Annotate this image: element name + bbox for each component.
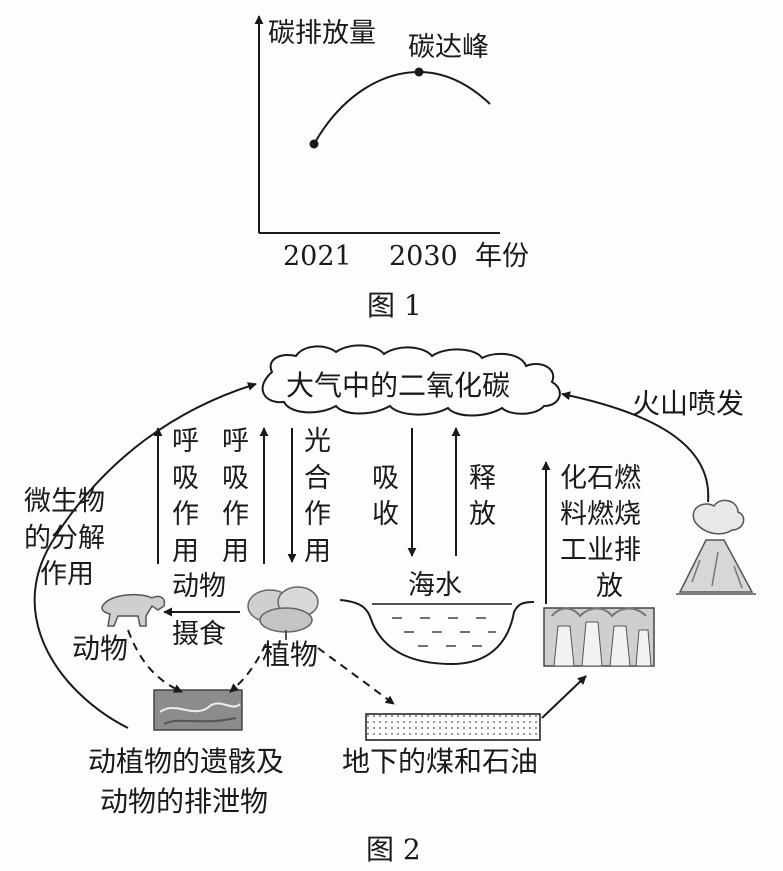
animal-to-remains-arrow	[127, 629, 183, 693]
photosynthesis-2: 合	[304, 463, 331, 494]
decomposition-line-2: 的分解	[24, 523, 105, 554]
decomposition-arrow	[33, 382, 257, 729]
figure-2: 大气中的二氧化碳 火山喷发 微生物 的分解 作用 呼 吸 作 用 呼 吸 作 用…	[24, 344, 756, 866]
photosynthesis-4: 用	[304, 536, 331, 567]
coal-oil-label: 地下的煤和石油	[342, 745, 538, 778]
plant-to-coal-arrow	[317, 647, 395, 705]
plant-respiration-4: 用	[222, 536, 249, 567]
animal-respiration-2: 吸	[172, 463, 199, 494]
figure-1-caption: 图 1	[367, 289, 422, 322]
animal-label: 动物	[72, 632, 128, 665]
photosynthesis-3: 作	[304, 499, 331, 530]
feeding-line-1: 动物	[172, 571, 226, 602]
coal-to-plant-arrow	[541, 675, 587, 719]
fossil-fuel-2: 料燃烧	[560, 499, 641, 530]
animal-respiration-1: 呼	[172, 426, 199, 457]
power-plant-icon	[543, 607, 655, 667]
figure-2-caption: 图 2	[366, 833, 421, 866]
volcano-to-atmosphere-arrow	[561, 391, 710, 503]
volcano-label: 火山喷发	[632, 387, 744, 420]
fossil-fuel-4: 放	[596, 571, 623, 602]
plant-icon	[247, 586, 319, 640]
atmosphere-cloud	[261, 344, 561, 417]
remains-line-1: 动植物的遗骸及	[88, 745, 284, 778]
animal-respiration-4: 用	[172, 536, 199, 567]
release-2: 放	[469, 499, 496, 530]
start-point	[309, 139, 319, 149]
decomposition-line-3: 作用	[40, 559, 94, 590]
absorb-2: 收	[372, 499, 399, 530]
fossil-fuel-3: 工业排	[560, 535, 641, 566]
peak-point	[414, 67, 424, 77]
animal-respiration-3: 作	[172, 499, 199, 530]
feeding-line-2: 摄食	[172, 619, 226, 650]
plant-respiration-2: 吸	[222, 463, 249, 494]
decomposition-line-1: 微生物	[24, 486, 105, 517]
remains-icon	[153, 689, 243, 731]
emission-curve	[313, 70, 491, 145]
plant-respiration-3: 作	[222, 499, 249, 530]
x-tick-2030: 2030	[389, 241, 458, 272]
animal-icon	[101, 593, 166, 627]
release-1: 释	[469, 463, 496, 494]
plant-to-remains-arrow	[229, 643, 267, 693]
plant-respiration-1: 呼	[222, 426, 249, 457]
volcano-icon	[676, 499, 756, 595]
y-axis-label: 碳排放量	[268, 18, 376, 49]
atmosphere-label: 大气中的二氧化碳	[286, 369, 510, 402]
absorb-1: 吸	[372, 463, 399, 494]
fossil-fuel-1: 化石燃	[560, 463, 641, 494]
x-axis-label: 年份	[475, 241, 529, 272]
remains-line-2: 动物的排泄物	[100, 785, 268, 818]
photosynthesis-1: 光	[304, 426, 331, 457]
x-tick-2021: 2021	[283, 241, 352, 272]
peak-label: 碳达峰	[408, 32, 489, 63]
figure-1: 碳排放量 碳达峰 2021 2030 年份 图 1	[254, 15, 529, 322]
seawater-label: 海水	[408, 570, 462, 601]
seawater-basin	[339, 599, 535, 666]
coal-oil-layer	[365, 713, 541, 741]
plant-label: 植物	[262, 638, 318, 671]
